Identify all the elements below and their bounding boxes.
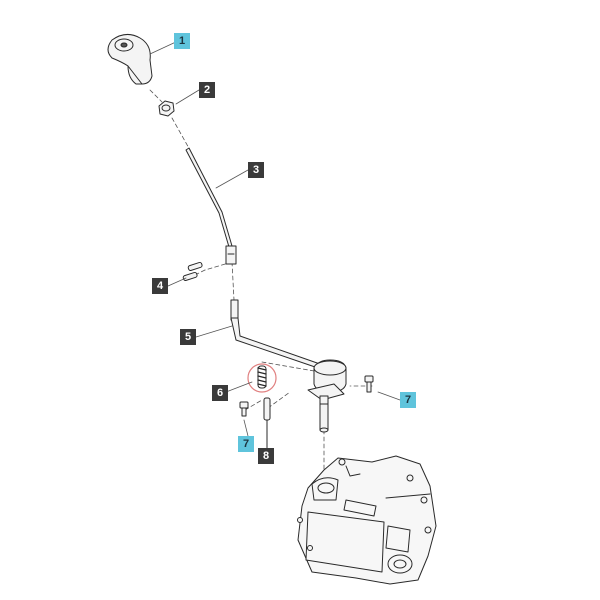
assembly-axis-lines (149, 89, 373, 491)
callout-7-left[interactable]: 7 (238, 436, 254, 452)
bolt-right (364, 375, 374, 393)
callout-8[interactable]: 8 (258, 448, 274, 464)
callout-5[interactable]: 5 (180, 329, 196, 345)
spring (247, 363, 277, 393)
lower-shift-lever (230, 299, 347, 433)
callout-2[interactable]: 2 (199, 82, 215, 98)
callout-3[interactable]: 3 (248, 162, 264, 178)
bolt-left (239, 401, 249, 417)
nut (158, 100, 175, 117)
roll-pins (182, 261, 203, 281)
callout-4[interactable]: 4 (152, 278, 168, 294)
transmission-housing (297, 455, 437, 585)
upper-shift-lever (185, 147, 237, 265)
callout-6[interactable]: 6 (212, 385, 228, 401)
leader-lines (149, 40, 401, 451)
pin (263, 397, 271, 449)
callout-7-right[interactable]: 7 (400, 392, 416, 408)
shift-knob (107, 34, 153, 85)
callout-1[interactable]: 1 (174, 33, 190, 49)
